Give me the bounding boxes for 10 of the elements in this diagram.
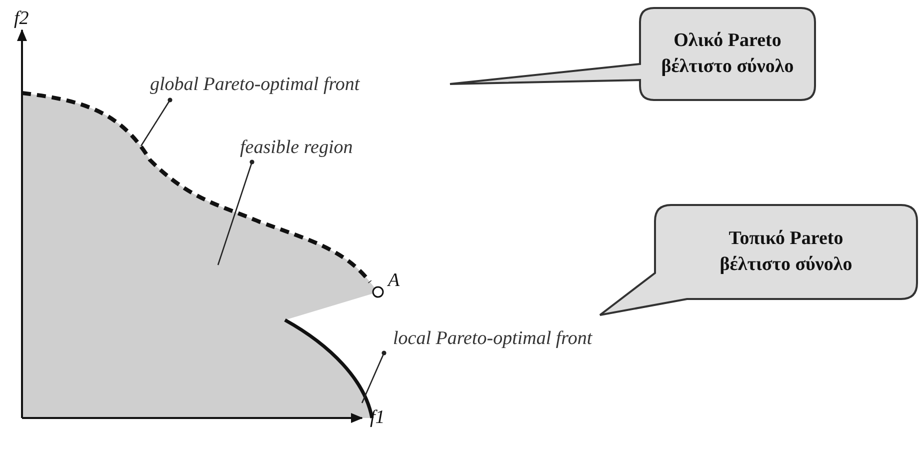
callout-text: Ολικό Pareto βέλτιστο σύνολο — [660, 29, 795, 79]
leader-line — [140, 98, 172, 146]
axis-label: f2 — [14, 8, 29, 30]
callout-text: Τοπικό Pareto βέλτιστο σύνολο — [718, 227, 854, 277]
axis-label: A — [388, 270, 400, 292]
leader-line — [361, 350, 386, 404]
annotation-text: global Pareto-optimal front — [150, 74, 360, 96]
annotation-text: local Pareto-optimal front — [393, 328, 592, 350]
leader-line — [217, 160, 254, 266]
annotation-text: feasible region — [240, 137, 353, 159]
